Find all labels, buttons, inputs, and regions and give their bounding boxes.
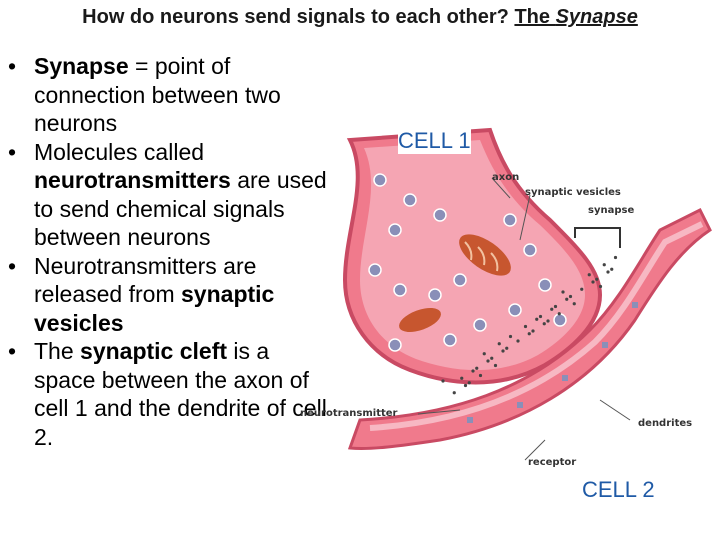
neurotransmitter-dot — [553, 304, 558, 309]
neurotransmitter-dot — [452, 391, 456, 395]
label-dendrites: dendrites — [638, 418, 692, 429]
neurotransmitter-dot — [602, 263, 606, 267]
receptor — [517, 402, 523, 408]
synaptic-vesicles — [368, 173, 567, 352]
vesicle — [428, 288, 442, 302]
neurotransmitter-dot — [493, 363, 498, 368]
vesicle — [373, 173, 387, 187]
receptor — [602, 342, 608, 348]
neurotransmitter-dot — [478, 373, 483, 378]
neurotransmitter-dot — [463, 383, 468, 388]
vesicle — [523, 243, 537, 257]
vesicle — [553, 313, 567, 327]
bullet-text: Neurotransmitters are released from — [34, 252, 257, 308]
label-synapse: synapse — [588, 205, 634, 216]
receptor — [632, 302, 638, 308]
neurotransmitter-dot — [516, 339, 520, 343]
neurotransmitter-dot — [568, 294, 573, 299]
vesicle — [388, 338, 402, 352]
bullet-list: Synapse = point of connection between tw… — [6, 52, 336, 451]
receptor — [467, 417, 473, 423]
bullet-bold: synaptic vesicles — [34, 281, 275, 336]
vesicle — [388, 223, 402, 237]
neurotransmitter-dot — [460, 376, 464, 380]
dendrite-membrane-inner — [369, 221, 704, 431]
bullet-item: Molecules called neurotransmitters are u… — [6, 138, 336, 252]
neurotransmitter-dot — [542, 322, 546, 326]
vesicle — [403, 193, 417, 207]
bullet-bold: neurotransmitters — [34, 167, 231, 193]
neurotransmitter-dot — [606, 270, 610, 274]
neurotransmitter-dot — [565, 297, 569, 301]
neurotransmitter-dot — [580, 287, 584, 291]
neurotransmitter-dot — [486, 359, 490, 363]
neurotransmitter-dot — [550, 307, 554, 311]
neurotransmitter-dot — [561, 290, 565, 294]
neurotransmitter-dot — [535, 317, 539, 321]
vesicle — [538, 278, 552, 292]
neurotransmitter-dot — [595, 277, 599, 281]
receptor — [562, 375, 568, 381]
bullet-text: Molecules called — [34, 138, 205, 165]
neurotransmitter-dot — [557, 312, 561, 316]
vesicle — [473, 318, 487, 332]
neurotransmitter-dot — [482, 352, 486, 356]
mitochondrion — [459, 234, 511, 276]
bullet-item: Synapse = point of connection between tw… — [6, 52, 336, 138]
title-the: The — [514, 6, 550, 28]
neurotransmitter-dot — [508, 334, 513, 339]
vesicle — [368, 263, 382, 277]
neurotransmitters — [441, 255, 618, 395]
label-leaders — [417, 177, 631, 461]
page-title: How do neurons send signals to each othe… — [0, 6, 720, 29]
label-synaptic-vesicles: synaptic vesicles — [525, 187, 621, 198]
neurotransmitter-dot — [471, 369, 475, 373]
neurotransmitter-dot — [475, 366, 479, 370]
neurotransmitter-dot — [598, 284, 603, 289]
synapse-diagram: axon synaptic vesicles synapse neurotran… — [300, 127, 712, 468]
neurotransmitter-dot — [441, 379, 445, 383]
neurotransmitter-dot — [505, 346, 509, 350]
vesicle — [443, 333, 457, 347]
bullet-bold: synaptic cleft — [80, 338, 228, 364]
bullet-bold: Synapse — [34, 53, 129, 79]
vesicle — [503, 213, 517, 227]
vesicle — [433, 208, 447, 222]
title-question: How do neurons send signals to each othe… — [82, 6, 509, 28]
neurotransmitter-dot — [587, 273, 591, 277]
synapse-bracket — [574, 227, 621, 248]
neurotransmitter-dot — [610, 267, 614, 271]
neurotransmitter-dot — [613, 255, 618, 260]
neurotransmitter-dot — [497, 342, 501, 346]
label-axon: axon — [492, 172, 519, 183]
neurotransmitter-dot — [467, 381, 471, 385]
neurotransmitter-dot — [572, 302, 576, 306]
neurotransmitter-dot — [591, 280, 595, 284]
bullet-item: The synaptic cleft is a space between th… — [6, 337, 336, 451]
bullet-text: are used to send chemical signals betwee… — [34, 167, 327, 250]
vesicle — [508, 303, 522, 317]
neurotransmitter-dot — [546, 319, 550, 323]
bullet-text: is a space between the axon of cell 1 an… — [34, 338, 327, 450]
neurotransmitter-dot — [538, 314, 543, 319]
neurotransmitter-dot — [531, 329, 535, 333]
neurotransmitter-dot — [501, 349, 505, 353]
neurotransmitter-dot — [527, 332, 531, 336]
vesicle — [393, 283, 407, 297]
label-receptor: receptor — [528, 457, 576, 468]
title-synapse: Synapse — [555, 6, 638, 28]
neurotransmitter-dot — [523, 324, 528, 329]
title-topic: The Synapse — [514, 6, 637, 28]
cell-2-label: CELL 2 — [582, 477, 655, 503]
bullet-text: = point of connection between two neuron… — [34, 53, 281, 136]
label-neurotransmitter: neurotransmitter — [300, 408, 398, 419]
bullet-item: Neurotransmitters are released from syna… — [6, 252, 336, 338]
vesicle — [453, 273, 467, 287]
receptors — [467, 302, 638, 423]
bullet-text: The — [34, 338, 81, 364]
neurotransmitter-dot — [490, 356, 494, 360]
cell-1-label: CELL 1 — [398, 128, 471, 154]
mitochondrion — [399, 307, 441, 333]
